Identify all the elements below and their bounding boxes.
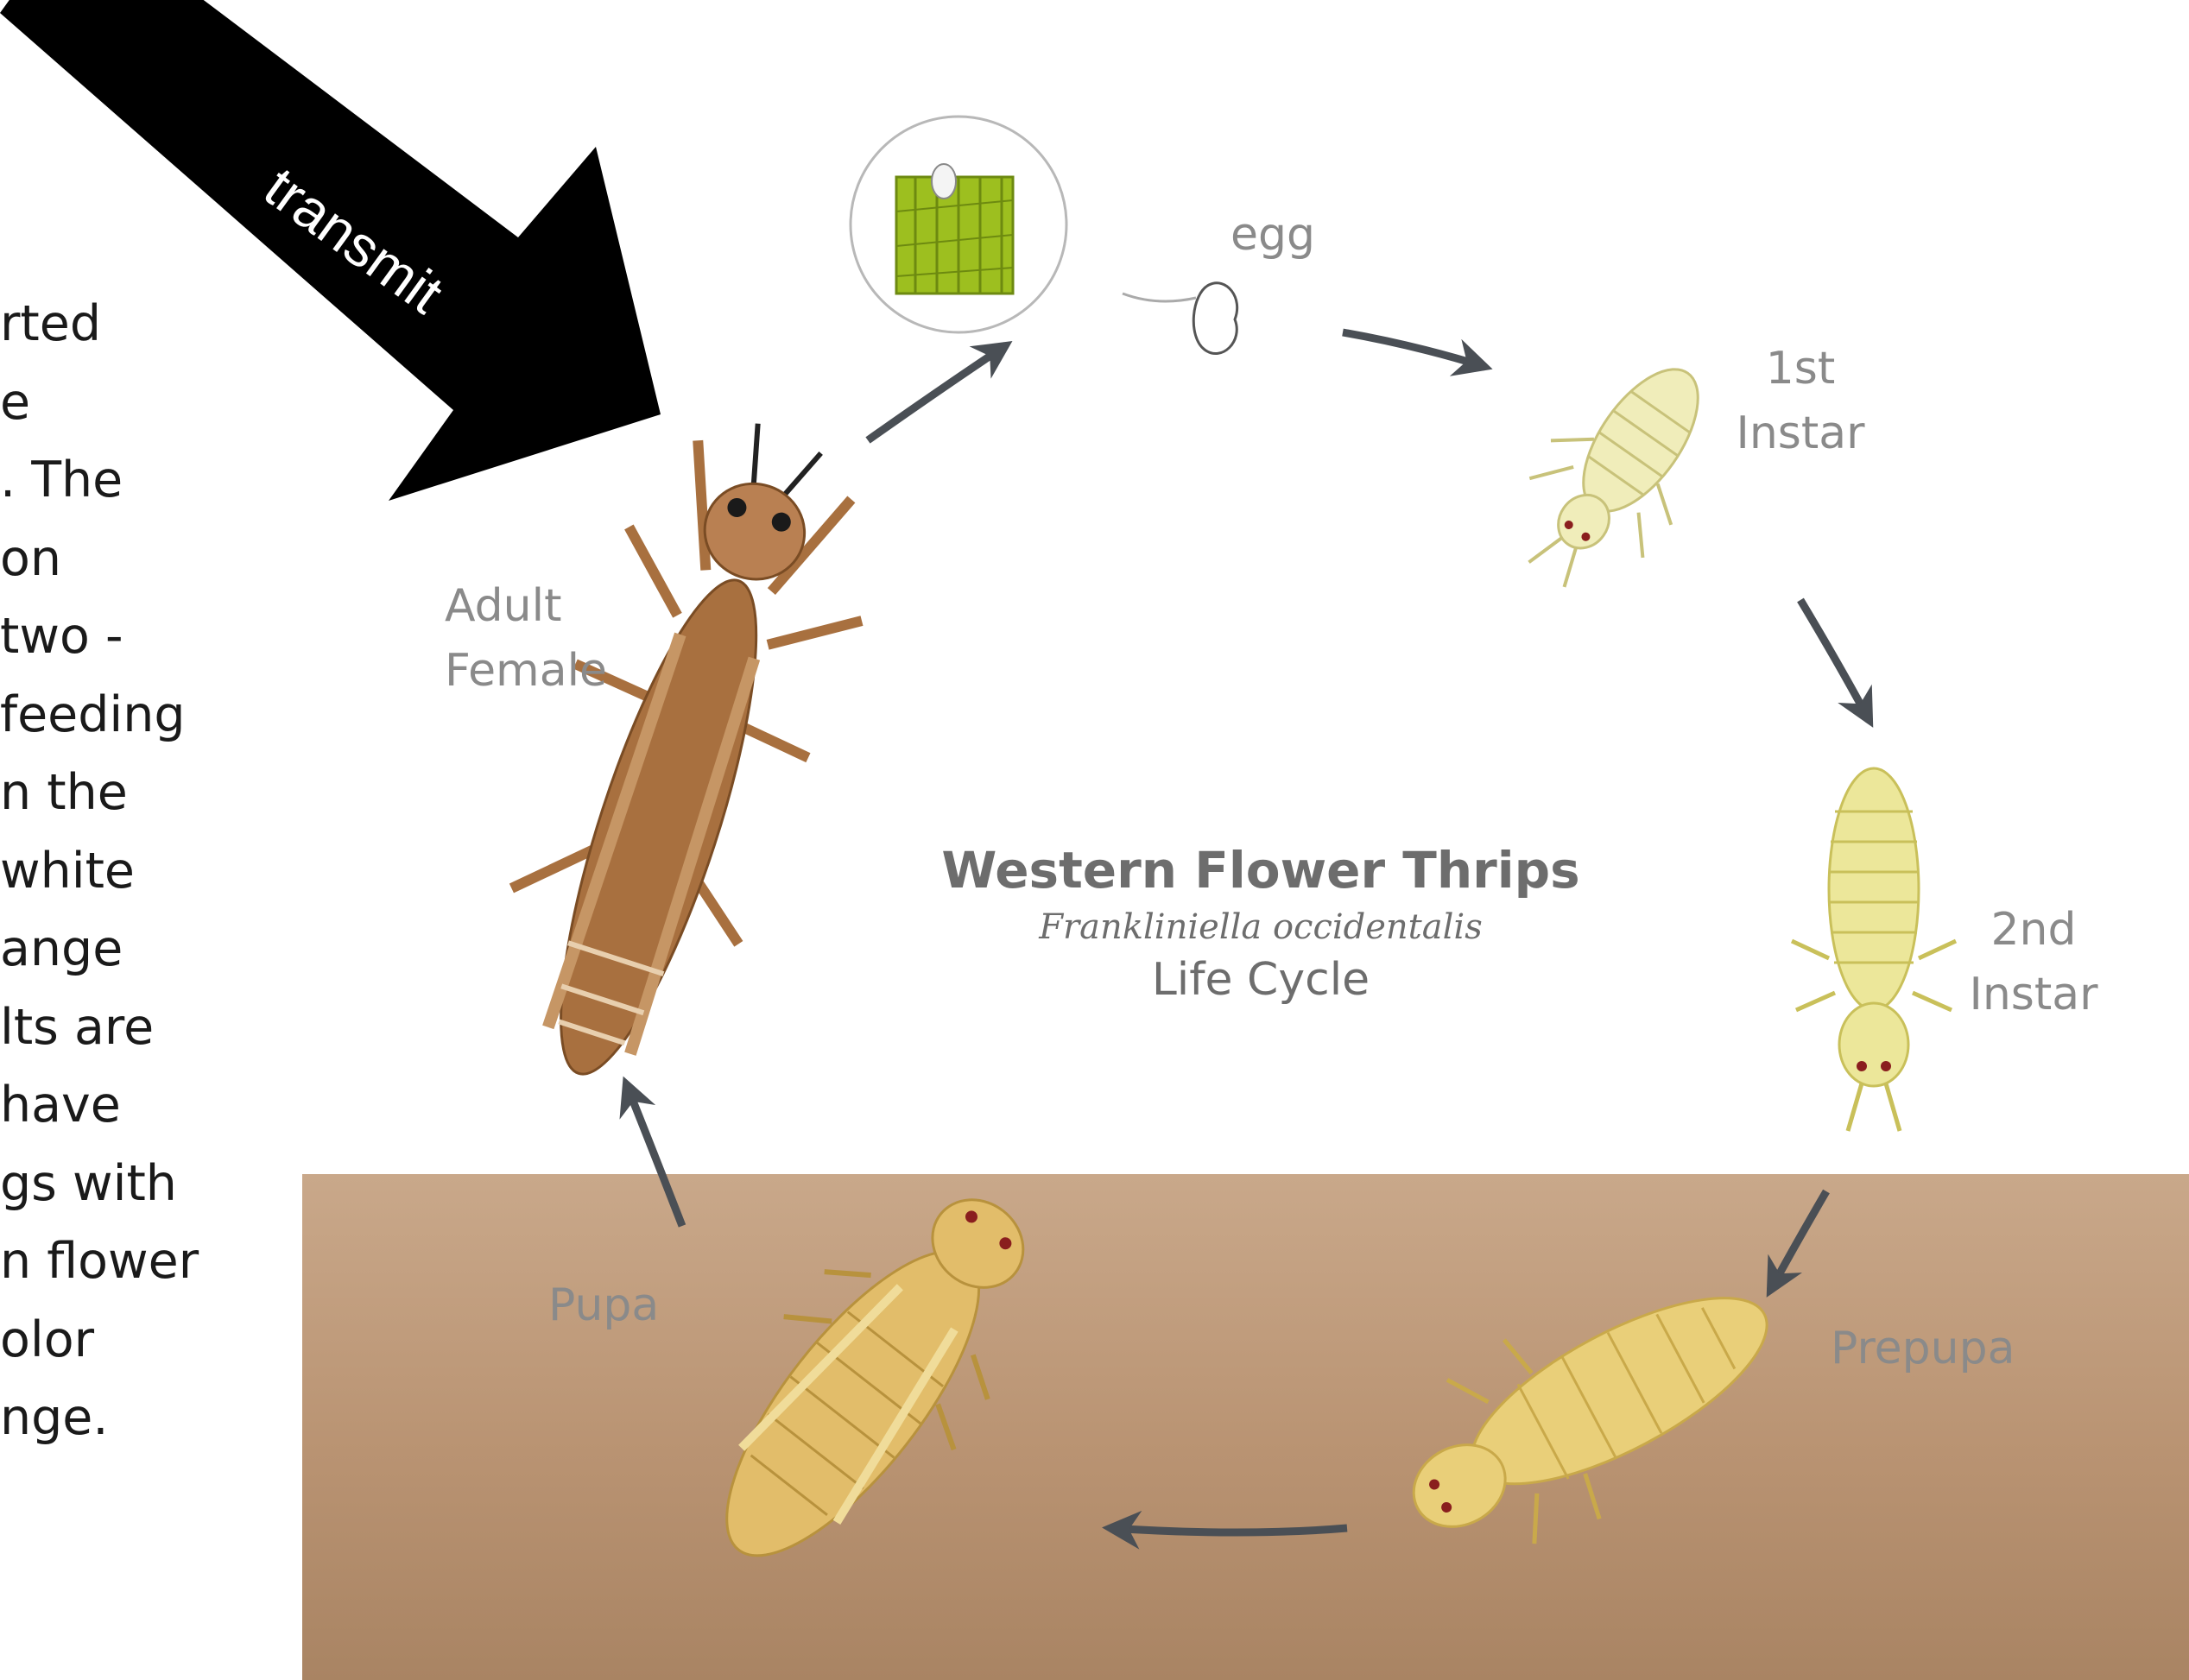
arrow-second-instar-to-prepupa [1770, 1191, 1826, 1291]
egg-shape [1193, 283, 1237, 354]
pupa-label: Pupa [548, 1273, 659, 1338]
diagram-title-block: Western Flower Thrips Frankliniella occi… [933, 837, 1589, 1008]
arrow-egg-to-first-instar [1343, 332, 1485, 367]
diagram-title: Western Flower Thrips [933, 837, 1589, 903]
prepupa-label: Prepupa [1831, 1317, 2015, 1381]
adult-female-label: Adult Female [445, 574, 607, 704]
arrow-first-to-second-instar [1800, 600, 1870, 721]
egg-leaf-detail [851, 117, 1196, 332]
arrow-pupa-to-adult [626, 1083, 682, 1226]
egg-label: egg [1231, 203, 1315, 268]
prepupa [1367, 1226, 1813, 1591]
second-instar-label: 2nd Instar [1964, 898, 2103, 1027]
first-instar-label: 1st Instar [1731, 337, 1870, 466]
arrow-prepupa-to-pupa [1110, 1528, 1347, 1532]
second-instar-larva [1792, 768, 1956, 1131]
species-name: Frankliniella occidentalis [933, 903, 1589, 951]
arrow-adult-to-egg [868, 345, 1006, 440]
first-instar-larva [1486, 331, 1748, 616]
diagram-subtitle: Life Cycle [933, 951, 1589, 1008]
pupa [654, 1145, 1089, 1616]
adult-female-thrips [455, 393, 909, 1114]
